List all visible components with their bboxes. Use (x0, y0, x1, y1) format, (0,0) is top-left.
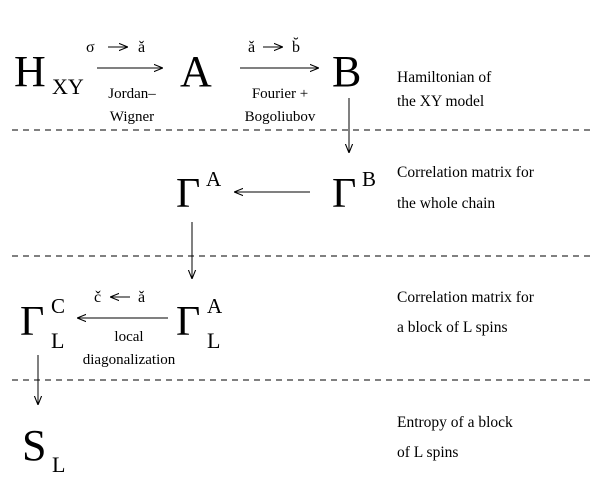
node-hamiltonian-main: H (14, 47, 46, 96)
description-row3-line1: Correlation matrix for (397, 289, 535, 306)
edge-ld-op-from: č (94, 289, 101, 306)
description-row2-line2: the whole chain (397, 195, 495, 212)
description-row1-line1: Hamiltonian of (397, 69, 492, 86)
edge-jw-op-to: ǎ (138, 39, 145, 56)
edge-jw-op-from: σ (86, 39, 95, 56)
edge-fb-label-2: Bogoliubov (245, 109, 316, 125)
edge-fb-op-from: ǎ (248, 39, 255, 56)
description-row1-line2: the XY model (397, 93, 484, 110)
description-row4-line1: Entropy of a block (397, 414, 513, 431)
node-entropy: S L (22, 421, 65, 477)
edge-ld-label-2: diagonalization (83, 352, 176, 368)
node-gamma-a: Γ A (176, 167, 222, 217)
description-row2-line1: Correlation matrix for (397, 164, 535, 181)
node-gamma-l-c-sub: L (51, 328, 64, 353)
edge-local-diagonalization: č ǎ local diagonalization (78, 289, 176, 368)
node-gamma-a-main: Γ (176, 171, 200, 217)
node-gamma-l-a: Γ A L (176, 294, 223, 353)
edge-ld-label-1: local (114, 329, 143, 345)
node-entropy-main: S (22, 421, 46, 470)
node-gamma-l-a-main: Γ (176, 299, 200, 345)
edge-jw-label-2: Wigner (110, 109, 154, 125)
node-gamma-a-sup: A (206, 167, 222, 191)
node-gamma-b: Γ B (332, 167, 376, 217)
node-hamiltonian: H XY (14, 47, 84, 99)
edge-jordan-wigner: σ ǎ Jordan– Wigner (86, 39, 162, 125)
edge-fourier-bogoliubov: ǎ b̆ Fourier + Bogoliubov (240, 36, 318, 125)
node-hamiltonian-sub: XY (52, 74, 84, 99)
edge-jw-label-1: Jordan– (108, 86, 156, 102)
edge-ld-op-to: ǎ (138, 289, 145, 306)
description-row3-line2: a block of L spins (397, 319, 508, 336)
node-gamma-b-sup: B (362, 167, 376, 191)
edge-fb-label-1: Fourier + (252, 86, 308, 102)
edge-fb-op-to: b̆ (292, 36, 300, 56)
node-gamma-l-c: Γ C L (20, 294, 65, 353)
node-b: B (332, 47, 361, 96)
node-gamma-l-c-main: Γ (20, 299, 44, 345)
node-a: A (180, 47, 212, 96)
node-entropy-sub: L (52, 452, 65, 477)
description-row4-line2: of L spins (397, 444, 458, 461)
node-gamma-b-main: Γ (332, 171, 356, 217)
node-gamma-l-a-sup: A (207, 294, 223, 318)
node-gamma-l-c-sup: C (51, 294, 65, 318)
node-gamma-l-a-sub: L (207, 328, 220, 353)
